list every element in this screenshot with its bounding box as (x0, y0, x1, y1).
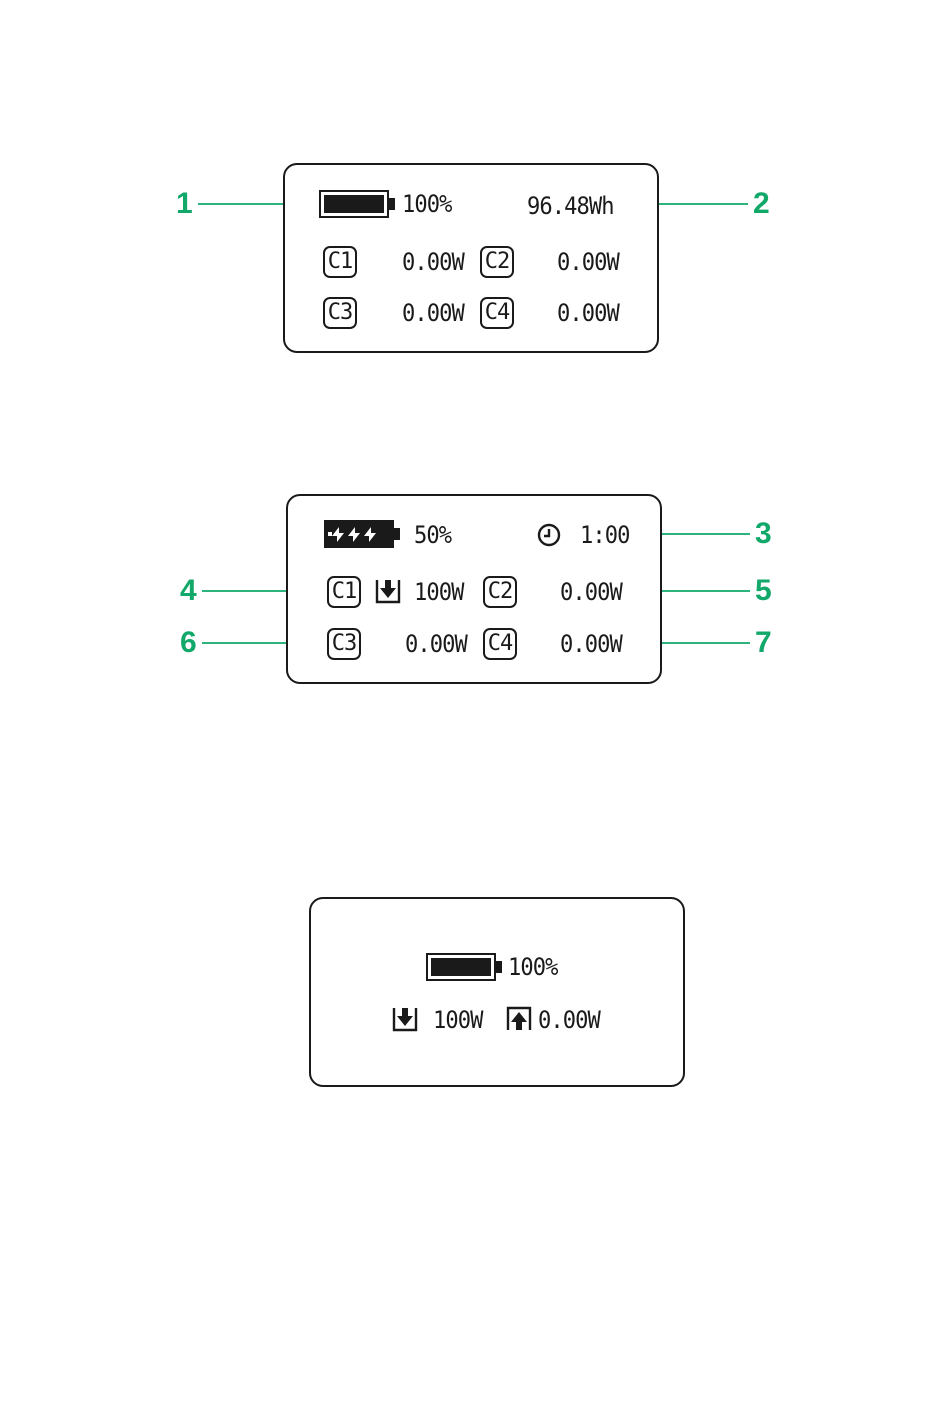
callout-number-5: 5 (755, 574, 772, 608)
port-c1-label: C1 (327, 576, 361, 608)
port-c1-power: 100W (414, 578, 463, 606)
output-power: 0.00W (538, 1006, 600, 1034)
output-arrow-up-icon (505, 1005, 533, 1033)
port-c3-power: 0.00W (405, 630, 467, 658)
port-c4-label: C4 (480, 297, 514, 329)
callout-number-4: 4 (180, 574, 197, 608)
clock-icon (536, 522, 562, 548)
port-c4-power: 0.00W (560, 630, 622, 658)
port-c3-label: C3 (323, 297, 357, 329)
callout-number-2: 2 (753, 187, 770, 221)
battery-full-icon (426, 953, 504, 981)
callout-number-7: 7 (755, 626, 772, 660)
battery-percent: 100% (508, 953, 557, 981)
energy-remaining: 96.48Wh (527, 192, 614, 220)
port-c4-label: C4 (483, 628, 517, 660)
port-c4-power: 0.00W (557, 299, 619, 327)
display-panel-3 (309, 897, 685, 1087)
port-c3-power: 0.00W (402, 299, 464, 327)
battery-percent: 50% (414, 521, 451, 549)
port-c2-label: C2 (483, 576, 517, 608)
input-arrow-down-icon (374, 577, 402, 605)
port-c2-power: 0.00W (560, 578, 622, 606)
callout-number-1: 1 (176, 187, 193, 221)
port-c2-label: C2 (480, 246, 514, 278)
callout-number-3: 3 (755, 517, 772, 551)
port-c1-power: 0.00W (402, 248, 464, 276)
port-c3-label: C3 (327, 628, 361, 660)
port-c1-label: C1 (323, 246, 357, 278)
callout-number-6: 6 (180, 626, 197, 660)
remaining-time: 1:00 (580, 521, 629, 549)
battery-full-icon (319, 190, 397, 218)
input-power: 100W (433, 1006, 482, 1034)
battery-fill (324, 195, 384, 213)
battery-charging-icon (324, 520, 402, 548)
battery-fill (431, 958, 491, 976)
port-c2-power: 0.00W (557, 248, 619, 276)
battery-percent: 100% (402, 190, 451, 218)
input-arrow-down-icon (391, 1005, 419, 1033)
